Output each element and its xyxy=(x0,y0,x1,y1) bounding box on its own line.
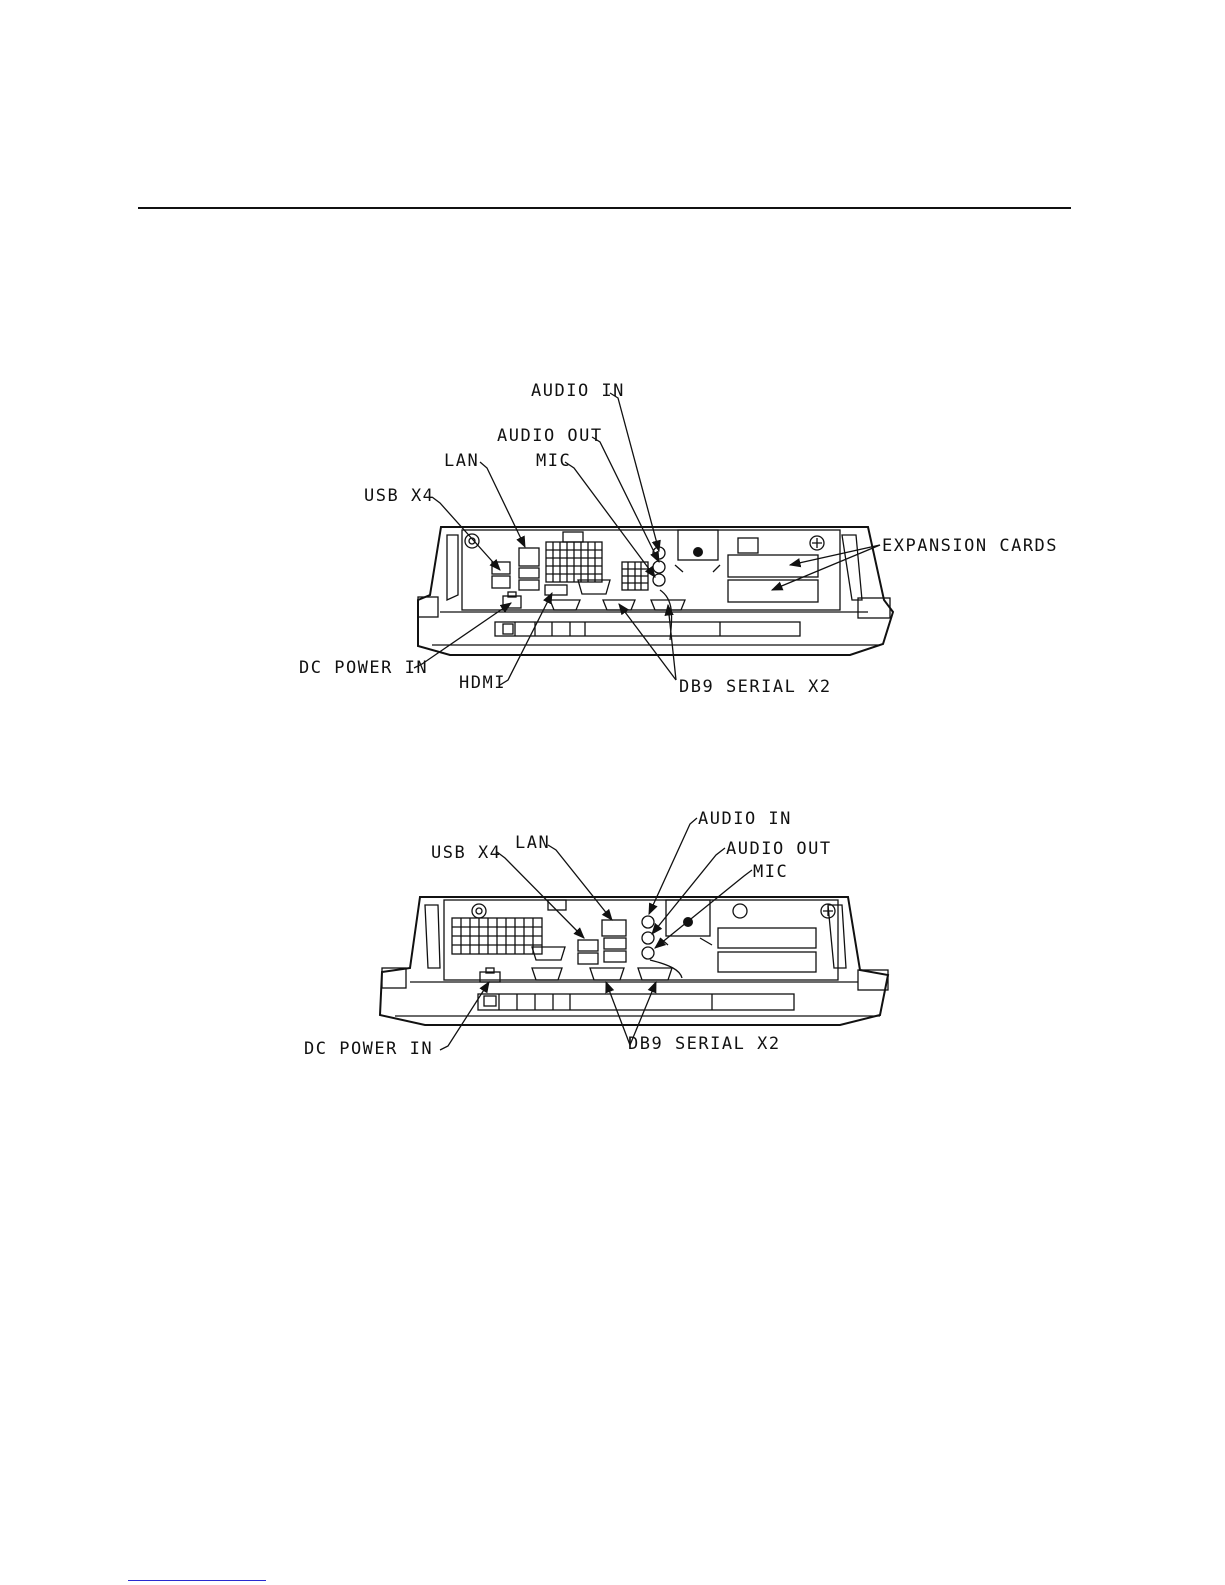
bottom-label-dc-power-in: DC POWER IN xyxy=(304,1039,433,1059)
top-label-expansion-cards: EXPANSION CARDS xyxy=(882,536,1058,556)
bottom-label-usb: USB X4 xyxy=(431,843,501,863)
top-label-db9-serial: DB9 SERIAL X2 xyxy=(679,677,832,697)
top-label-hdmi: HDMI xyxy=(459,673,506,693)
top-vent-grid xyxy=(546,532,648,590)
bottom-label-audio-out: AUDIO OUT xyxy=(726,839,832,859)
top-label-lan: LAN xyxy=(444,451,479,471)
bottom-device-drawing xyxy=(380,897,888,1025)
bottom-label-lan: LAN xyxy=(515,833,550,853)
top-label-usb: USB X4 xyxy=(364,486,434,506)
bottom-labels: AUDIO IN AUDIO OUT MIC USB X4 LAN DC POW… xyxy=(304,809,832,1059)
top-label-audio-in: AUDIO IN xyxy=(531,381,625,401)
bottom-vent-grid xyxy=(452,900,566,954)
top-leader-lines xyxy=(414,393,880,685)
bottom-label-mic: MIC xyxy=(753,862,788,882)
top-label-audio-out: AUDIO OUT xyxy=(497,426,603,446)
top-device-drawing xyxy=(418,527,893,655)
bottom-label-db9-serial: DB9 SERIAL X2 xyxy=(628,1034,781,1054)
bottom-label-audio-in: AUDIO IN xyxy=(698,809,792,829)
top-label-dc-power-in: DC POWER IN xyxy=(299,658,428,678)
top-label-mic: MIC xyxy=(536,451,571,471)
footer-link-underline xyxy=(128,1580,266,1581)
